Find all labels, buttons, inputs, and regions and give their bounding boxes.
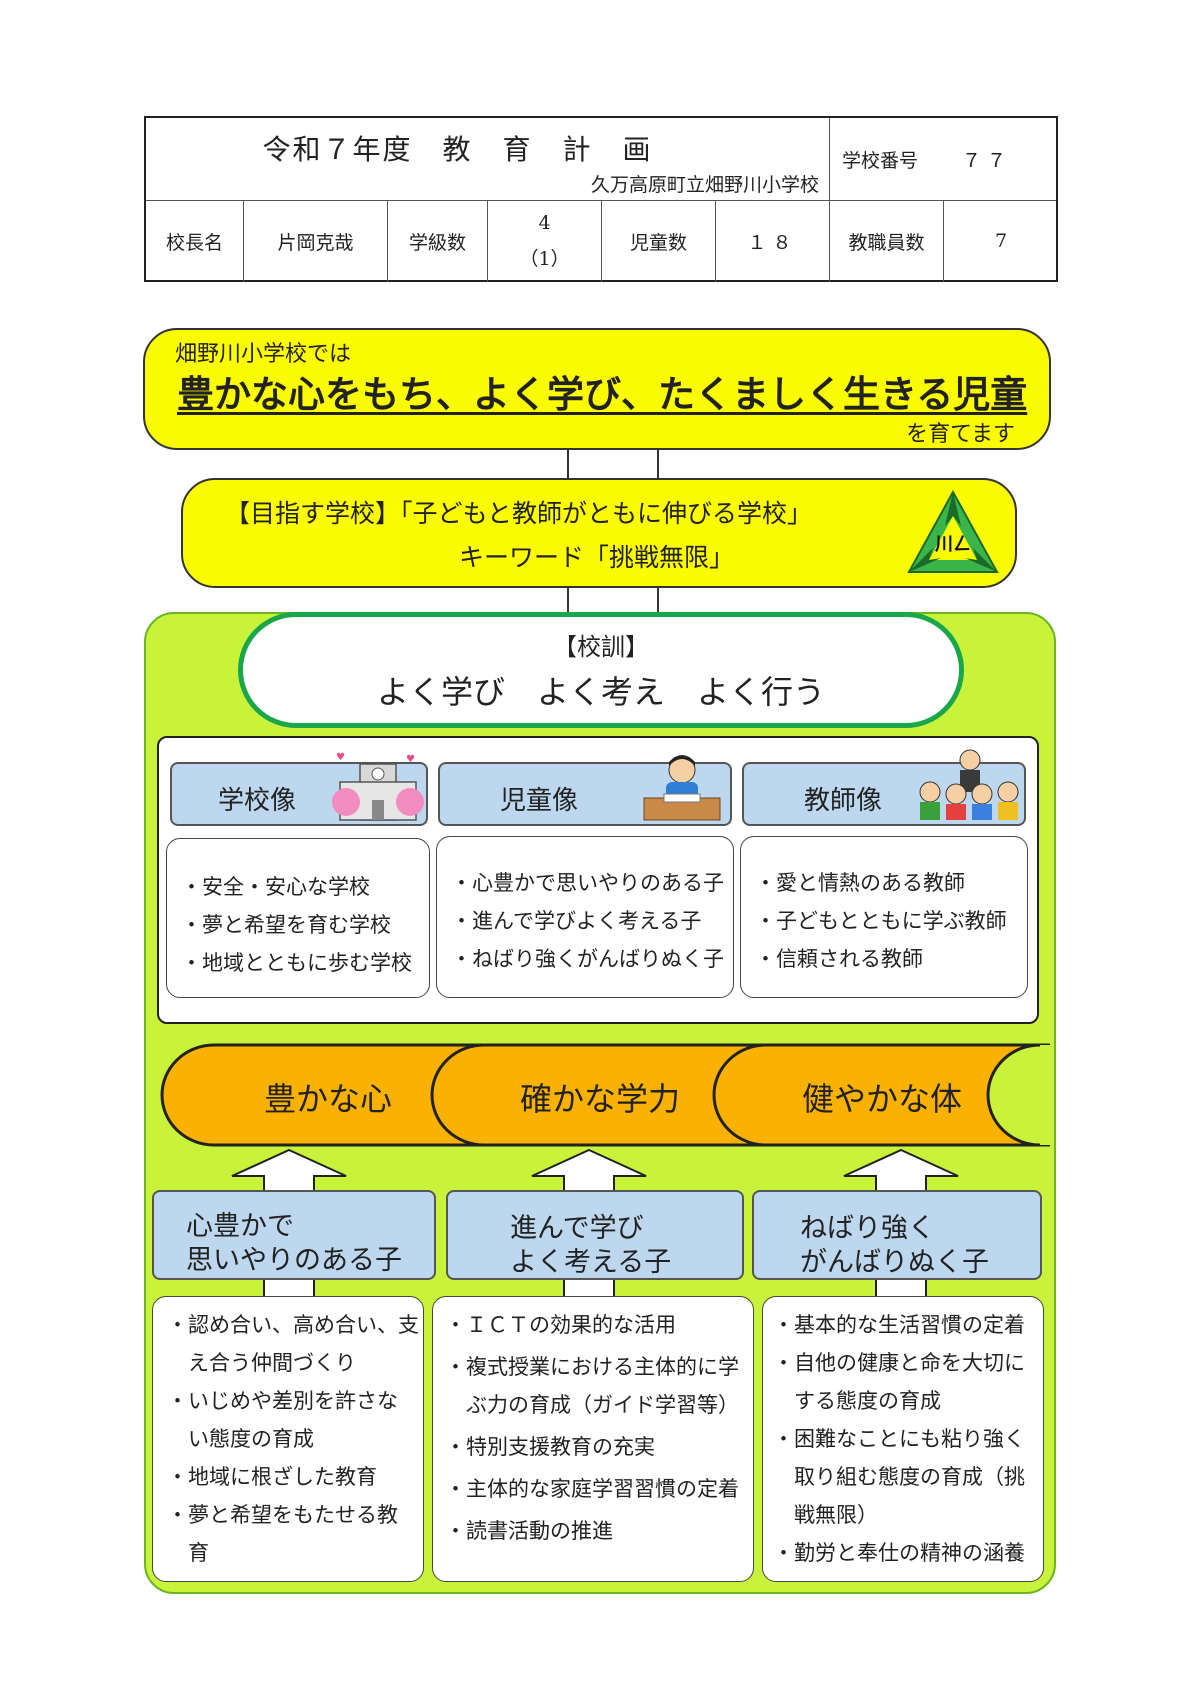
vision-banner: 【目指す学校】「子どもと教師がともに伸びる学校」 キーワード「挑戦無限」 川ㄥ [181,478,1017,588]
list-item: ・心豊かで思いやりのある子 [451,871,724,895]
pillar-body: 健やかな体 [802,1080,963,1118]
educational-goal-banner: 畑野川小学校では 豊かな心をもち、よく学び、たくましく生きる児童 を育てます [143,328,1051,450]
school-name: 久万高原町立畑野川小学校 [590,174,819,196]
list-item: 戦無限） [773,1503,878,1527]
list-item: ・愛と情熱のある教師 [755,871,965,895]
classes-label: 学級数 [388,200,488,282]
svg-text:♥: ♥ [336,752,345,763]
goal-line1: 心豊かで [186,1211,294,1242]
connector-line [657,448,659,480]
list-item: ・ＩＣＴの効果的な活用 [445,1313,676,1337]
list-item: ・いじめや差別を許さな [167,1389,398,1413]
list-item: ・主体的な家庭学習習慣の定着 [445,1477,739,1501]
list-item: え合う仲間づくり [167,1351,356,1375]
list-item: ・基本的な生活習慣の定着 [773,1313,1025,1337]
teacher-students-icon [916,746,1024,824]
teacher-image-title: 教師像 [804,786,883,816]
school-image-title: 学校像 [218,786,297,816]
student-image-header: 児童像 [438,755,732,826]
connector-line [567,448,569,480]
document-title: 令和７年度 教 育 計 画 [262,133,653,166]
list-item: ・地域に根ざした教育 [167,1465,377,1489]
connector-line [657,586,659,614]
list-item: ・安全・安心な学校 [181,875,370,899]
school-emblem-icon: 川ㄥ [903,486,1003,584]
list-item: ・自他の健康と命を大切に [773,1351,1025,1375]
list-item: ・読書活動の推進 [445,1519,613,1543]
list-item: ぶ力の育成（ガイド学習等） [445,1393,739,1417]
motto-text: よく学び よく考え よく行う [376,673,825,711]
goal-box-perseverance: ねばり強く がんばりぬく子 [752,1190,1042,1280]
svg-text:♥: ♥ [406,754,415,765]
goal-box-learning: 進んで学び よく考える子 [446,1190,744,1280]
list-item: ・信頼される教師 [755,947,923,971]
list-item: ・夢と希望を育む学校 [181,913,391,937]
list-item: 取り組む態度の育成（挑 [773,1465,1025,1489]
list-item: ・夢と希望をもたせる教 [167,1503,398,1527]
vision-statement: 【目指す学校】「子どもと教師がともに伸びる学校」 [225,499,813,528]
list-item: ・複式授業における主体的に学 [445,1355,739,1379]
goal-main: 豊かな心をもち、よく学び、たくましく生きる児童 [177,373,1028,416]
student-image-list: ・心豊かで思いやりのある子 ・進んで学びよく考える子 ・ねばり強くがんばりぬく子 [436,836,734,998]
list-item: ・地域とともに歩む学校 [181,951,412,975]
goal-line2: 思いやりのある子 [186,1245,402,1276]
list-item: ・認め合い、高め合い、支 [167,1313,419,1337]
list-item: 育 [167,1541,209,1565]
school-image-list: ・安全・安心な学校 ・夢と希望を育む学校 ・地域とともに歩む学校 [166,838,430,998]
classes-count: 4 [538,212,551,234]
classes-cell: 4 （1） [488,200,602,282]
list-item: する態度の育成 [773,1389,941,1413]
action-list-perseverance: ・基本的な生活習慣の定着 ・自他の健康と命を大切に する態度の育成 ・困難なこと… [762,1296,1044,1582]
goal-outro: を育てます [906,422,1015,447]
list-item: い態度の育成 [167,1427,314,1451]
action-list-kind: ・認め合い、高め合い、支 え合う仲間づくり ・いじめや差別を許さな い態度の育成… [152,1296,424,1582]
pillar-heart: 豊かな心 [264,1080,393,1118]
motto-label: 【校訓】 [553,633,649,661]
list-item: ・ねばり強くがんばりぬく子 [451,947,724,971]
list-item: ・特別支援教育の充実 [445,1435,655,1459]
principal-label: 校長名 [146,200,244,282]
list-item: ・進んで学びよく考える子 [451,909,702,933]
goal-line2: がんばりぬく子 [800,1247,989,1278]
list-item: ・勤労と奉仕の精神の涵養 [773,1541,1025,1565]
emblem-text: 川ㄥ [934,534,971,555]
list-item: ・子どもとともに学ぶ教師 [755,909,1007,933]
classes-special: （1） [519,248,570,270]
goal-line1: ねばり強く [800,1213,935,1244]
info-table: 令和７年度 教 育 計 画 久万高原町立畑野川小学校 学校番号 ７７ 校長名 片… [144,116,1058,282]
student-studying-icon [640,754,724,824]
staff-label: 教職員数 [830,200,944,282]
title-cell: 令和７年度 教 育 計 画 久万高原町立畑野川小学校 [146,118,830,200]
principal-name: 片岡克哉 [244,200,388,282]
action-list-learning: ・ＩＣＴの効果的な活用 ・複式授業における主体的に学 ぶ力の育成（ガイド学習等）… [432,1296,754,1582]
school-number-label: 学校番号 [842,149,919,172]
pillars-band: 豊かな心 確かな学力 健やかな体 [154,1040,1050,1150]
school-number-cell: 学校番号 ７７ [830,118,1058,200]
school-motto: 【校訓】 よく学び よく考え よく行う [238,612,964,728]
list-item: ・困難なことにも粘り強く [773,1427,1025,1451]
connector-line [567,586,569,614]
vision-keyword: キーワード「挑戦無限」 [459,543,735,572]
goal-box-kind: 心豊かで 思いやりのある子 [152,1190,436,1280]
teacher-image-header: 教師像 [742,749,1026,826]
staff-count: 7 [994,230,1008,252]
goal-line2: よく考える子 [510,1247,672,1278]
goal-intro: 畑野川小学校では [175,342,352,367]
school-number: ７７ [962,149,1013,172]
students-count: １８ [716,200,830,282]
school-image-header: 学校像 ♥ ♥ [170,752,428,826]
students-label: 児童数 [602,200,716,282]
school-building-icon: ♥ ♥ [332,748,424,824]
teacher-image-list: ・愛と情熱のある教師 ・子どもとともに学ぶ教師 ・信頼される教師 [740,836,1028,998]
goal-line1: 進んで学び [510,1213,644,1244]
student-image-title: 児童像 [500,786,579,816]
pillar-academic: 確かな学力 [520,1080,681,1118]
